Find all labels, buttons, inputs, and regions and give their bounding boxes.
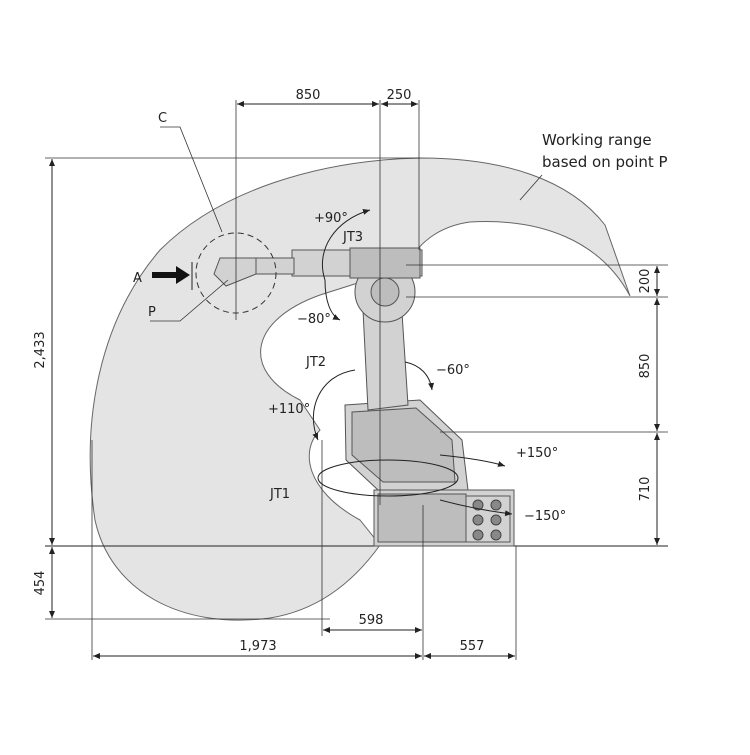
working-range-label-1: Working range [542, 131, 652, 149]
working-range-leader [519, 174, 543, 201]
jt3-label: JT3 [342, 230, 363, 245]
robot-upper-arm [354, 261, 416, 411]
dim-base-height: 710 [638, 477, 653, 502]
dim-mid-height: 850 [638, 354, 653, 379]
point-c-label: C [158, 111, 167, 126]
point-p-label: P [148, 305, 156, 320]
dim-below-base: 454 [33, 571, 48, 596]
dim-total-height: 2,433 [33, 331, 48, 368]
dim-rear-offset: 557 [460, 639, 485, 654]
point-p-leader [150, 279, 229, 322]
point-c-leader [160, 126, 223, 233]
working-range-envelope [89, 157, 631, 621]
jt1-negative-limit: −150° [524, 509, 566, 524]
point-a-label: A [133, 271, 142, 286]
jt2-positive-limit: +110° [268, 402, 310, 417]
robot-base [373, 489, 515, 547]
working-range-label-2: based on point P [542, 153, 668, 171]
dim-top-offset: 250 [387, 88, 412, 103]
point-a-arrow [152, 266, 190, 284]
robot-forearm [213, 247, 423, 287]
dim-rear-reach: 1,973 [239, 639, 276, 654]
dim-top-reach: 850 [296, 88, 321, 103]
jt3-negative-limit: −80° [297, 312, 331, 327]
jt3-rotation-arrow [321, 209, 371, 281]
jt1-rotation-ellipse [317, 459, 459, 497]
dim-upper-arm: 200 [638, 269, 653, 294]
jt2-label: JT2 [305, 355, 326, 370]
jt2-negative-limit: −60° [436, 363, 470, 378]
dim-inner-radius: 598 [359, 613, 384, 628]
jt2-rotation-arrow [312, 369, 356, 441]
jt1-positive-arrow [439, 454, 506, 467]
jt1-label: JT1 [269, 487, 290, 502]
jt3-positive-limit: +90° [314, 211, 348, 226]
jt1-positive-limit: +150° [516, 446, 558, 461]
jt1-negative-arrow [439, 499, 513, 517]
